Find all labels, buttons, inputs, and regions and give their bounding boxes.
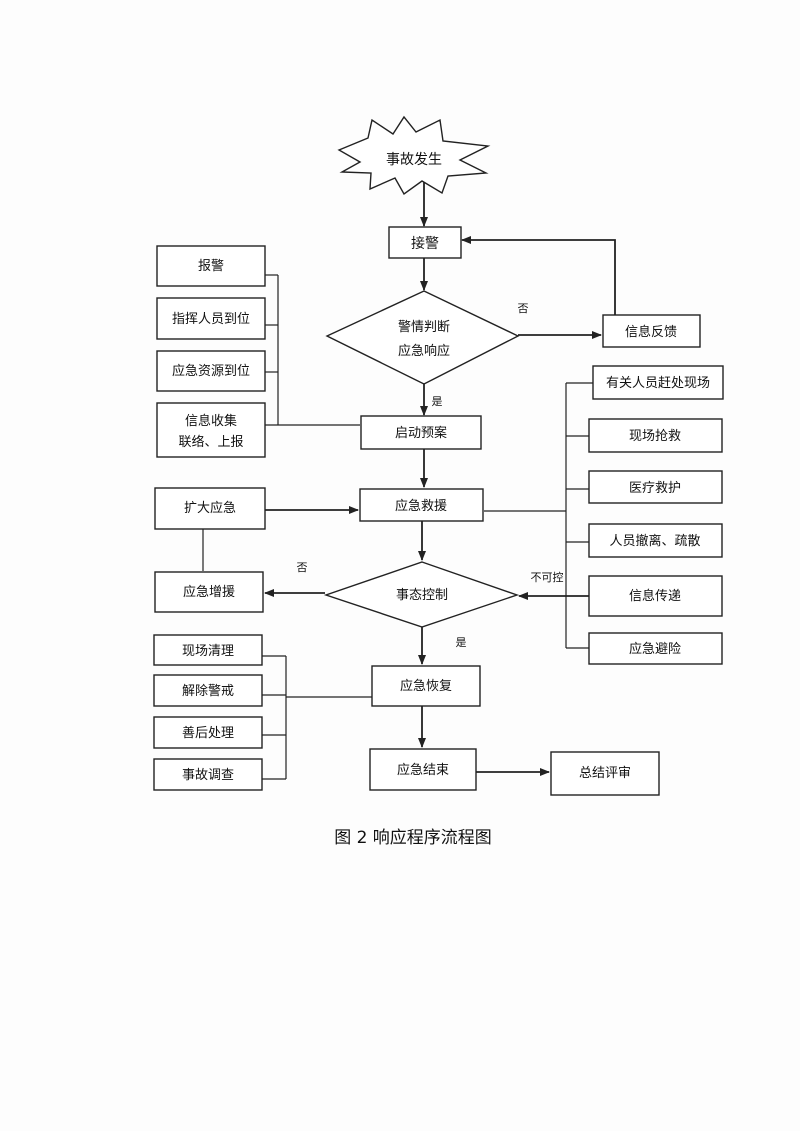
edge-label-uncontrollable: 不可控 — [531, 570, 564, 584]
commanders-label: 指挥人员到位 — [172, 312, 250, 327]
action-label: 医疗救护 — [629, 480, 681, 496]
judge-decision-node: 警情判断 应急响应 — [325, 290, 520, 385]
expand-label: 扩大应急 — [184, 500, 236, 516]
control-label: 事态控制 — [396, 588, 448, 603]
emergency-rescue-node: 应急救援 — [359, 488, 484, 522]
recovery-task-label: 善后处理 — [182, 725, 234, 741]
action-label: 信息传递 — [629, 588, 681, 604]
start-plan-label: 启动预案 — [395, 426, 447, 441]
info-collect-line2: 联络、上报 — [178, 434, 243, 450]
left-bottom-group: 现场清理 解除警戒 善后处理 事故调查 — [153, 634, 263, 791]
reinforce-node: 应急增援 — [154, 571, 264, 613]
emergency-recovery-label: 应急恢复 — [400, 678, 452, 694]
recovery-task-label: 解除警戒 — [182, 683, 234, 699]
info-feedback-node: 信息反馈 — [602, 314, 701, 348]
right-actions-group: 有关人员赶处现场 现场抢救 医疗救护 人员撤离、疏散 信息传递 应急避险 — [588, 365, 724, 665]
summary-review-label: 总结评审 — [579, 766, 631, 781]
start-label: 事故发生 — [386, 152, 442, 168]
resources-label: 应急资源到位 — [172, 363, 250, 379]
recovery-task-label: 事故调查 — [182, 768, 234, 783]
edge-label-yes-recovery: 是 — [456, 636, 467, 649]
judge-label-line1: 警情判断 — [398, 319, 450, 335]
receive-alarm-node: 接警 — [388, 226, 462, 259]
report-label: 报警 — [198, 258, 224, 274]
action-label: 应急避险 — [629, 641, 681, 657]
left-top-group: 报警 指挥人员到位 应急资源到位 信息收集 联络、上报 — [156, 245, 266, 458]
action-label: 现场抢救 — [629, 428, 681, 444]
info-feedback-label: 信息反馈 — [625, 324, 677, 340]
figure-caption: 图 2 响应程序流程图 — [334, 828, 492, 848]
info-collect-line1: 信息收集 — [185, 413, 237, 429]
reinforce-label: 应急增援 — [183, 584, 235, 600]
edge-label-no-reinforce: 否 — [297, 561, 308, 574]
start-burst-node: 事故发生 — [337, 115, 491, 196]
action-label: 人员撤离、疏散 — [609, 533, 700, 549]
summary-review-node: 总结评审 — [550, 751, 660, 796]
emergency-rescue-label: 应急救援 — [395, 498, 447, 514]
action-label: 有关人员赶处现场 — [606, 376, 710, 391]
connectors — [202, 180, 616, 780]
judge-label-line2: 应急响应 — [398, 343, 450, 359]
emergency-end-node: 应急结束 — [369, 748, 477, 791]
control-decision-node: 事态控制 — [323, 561, 520, 628]
recovery-task-label: 现场清理 — [182, 644, 234, 659]
emergency-end-label: 应急结束 — [397, 762, 449, 778]
emergency-recovery-node: 应急恢复 — [371, 665, 481, 707]
receive-alarm-label: 接警 — [411, 235, 439, 252]
edge-label-no-feedback: 否 — [518, 302, 529, 315]
expand-node: 扩大应急 — [154, 487, 266, 530]
start-plan-node: 启动预案 — [360, 415, 482, 450]
edge-label-yes-plan: 是 — [432, 395, 443, 408]
